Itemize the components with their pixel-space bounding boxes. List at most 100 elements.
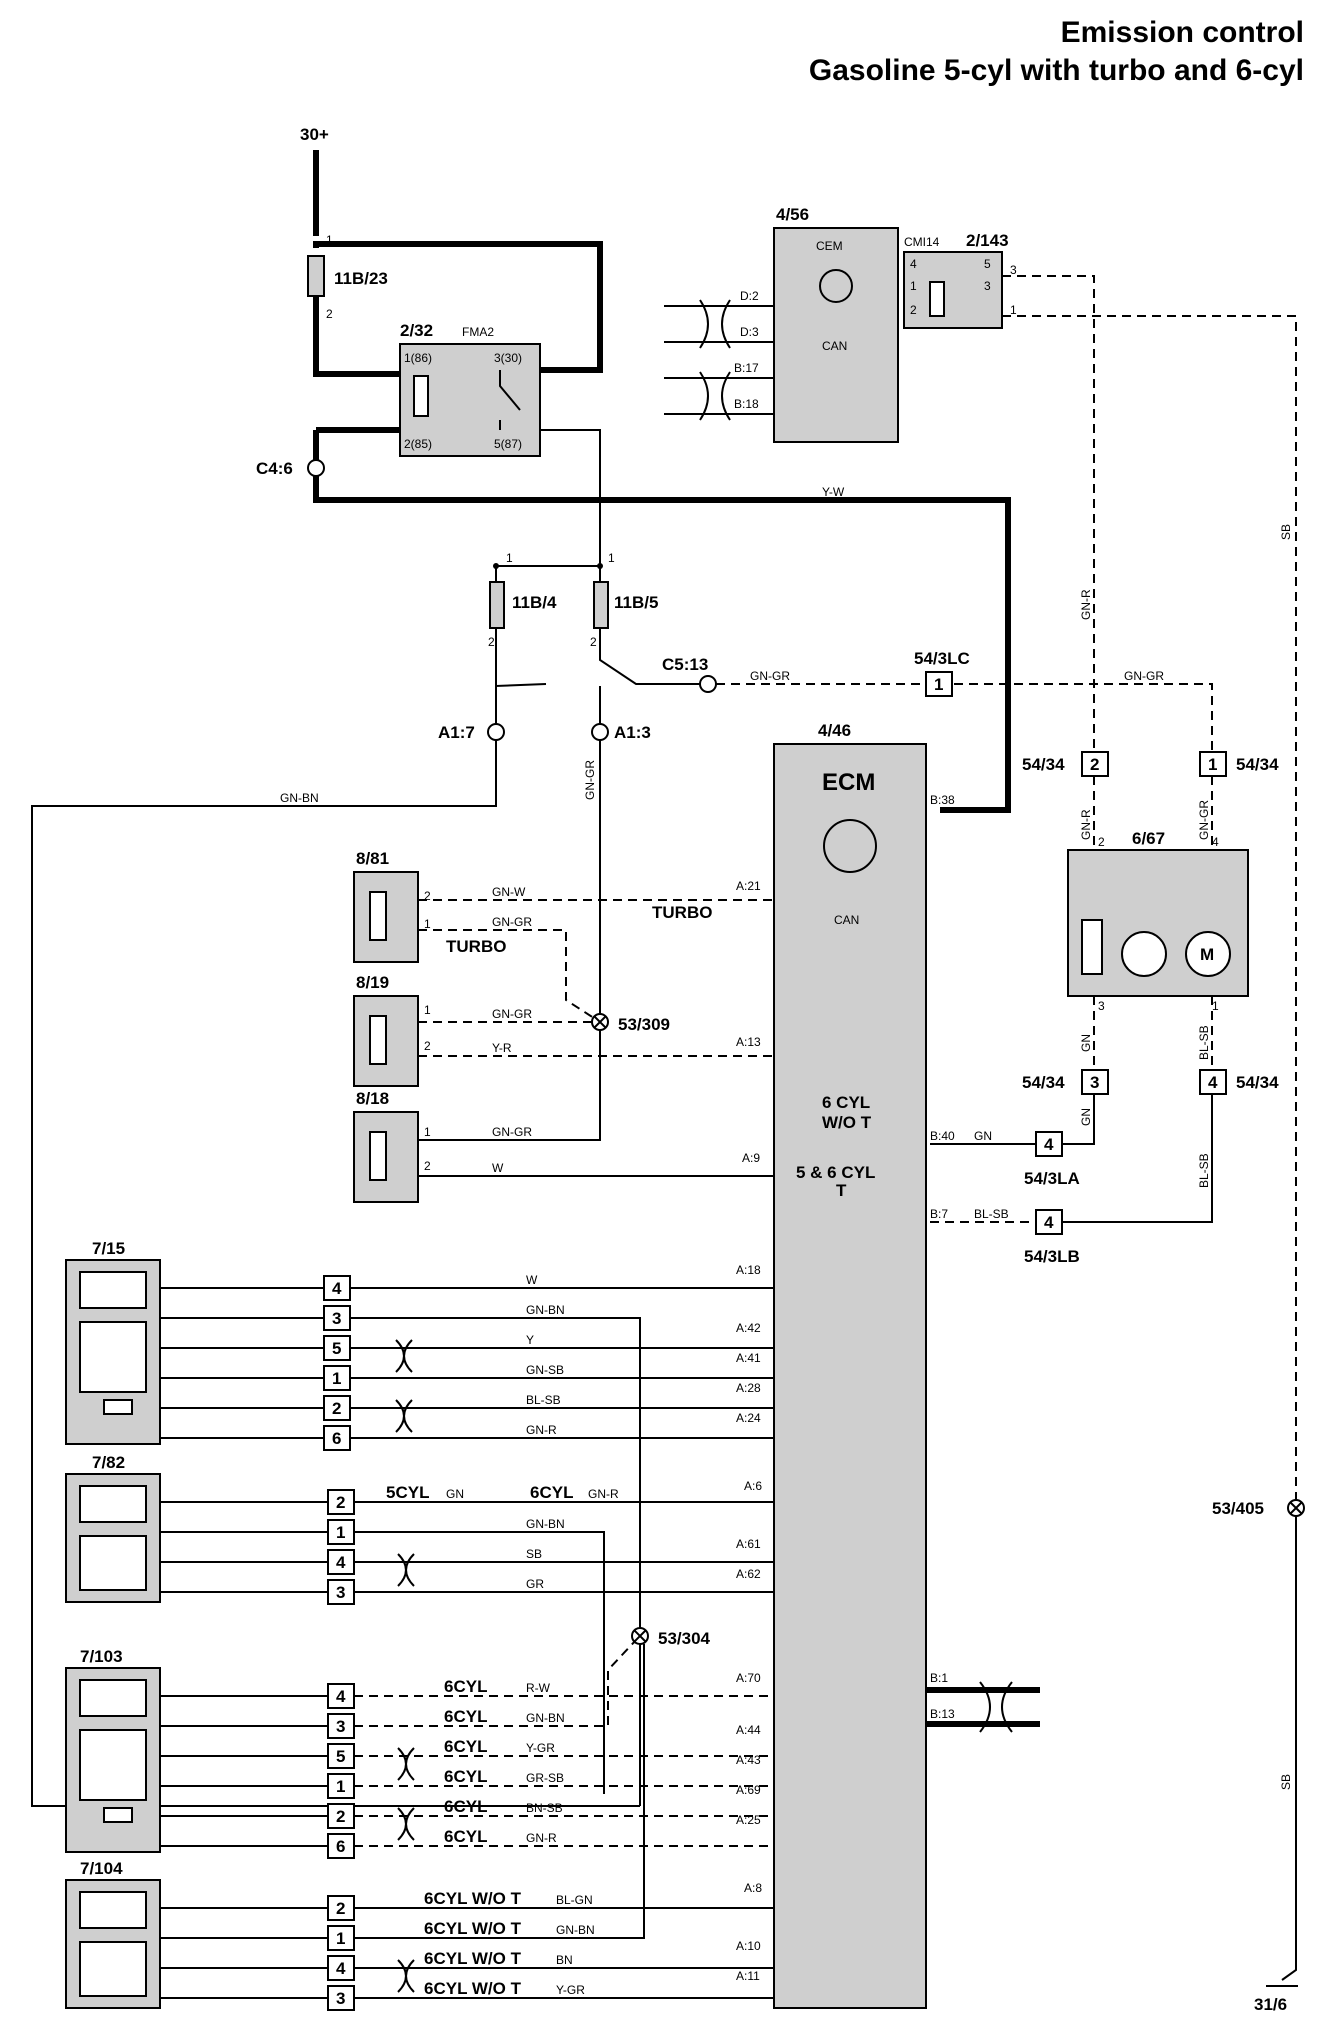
w715-y: Y	[526, 1333, 534, 1347]
ecm-pin-a44: A:44	[736, 1723, 761, 1737]
fuse-11b4-pin-bottom: 2	[488, 635, 495, 649]
note-6cyl: 6CYL	[530, 1483, 573, 1502]
connector-a1-7-label: A1:7	[438, 723, 475, 742]
cem-name: CEM	[816, 239, 843, 253]
connector-54-34-pin3-label: 54/34	[1022, 1073, 1065, 1092]
ecm-pin-b40: B:40	[930, 1129, 955, 1143]
connector-a1-3	[591, 723, 609, 741]
connector-c4-6	[307, 459, 325, 477]
sensor-7-82-pin-2: 2	[336, 1493, 345, 1512]
ecm-pin-a61: A:61	[736, 1537, 761, 1551]
sensor-7-104-id: 7/104	[80, 1859, 123, 1878]
gngr-turbo-wire	[418, 929, 601, 1023]
relay-87-wire	[496, 429, 601, 567]
n7103-3: 6CYL	[444, 1737, 487, 1756]
wire-gn-label-2: GN	[1079, 1108, 1093, 1126]
throttle-position-icon	[1121, 931, 1167, 977]
w782-gnr: GN-R	[588, 1487, 619, 1501]
ecm-pin-a25: A:25	[736, 1813, 761, 1827]
twisted-pair-icon	[397, 1747, 415, 1841]
ecm-pin-a42: A:42	[736, 1321, 761, 1335]
connector-54-3lc	[925, 671, 953, 697]
throttle-to-ecm-wires	[1062, 1094, 1213, 1223]
n7103-1: 6CYL	[444, 1677, 487, 1696]
sensor-7-104-pin-1: 1	[336, 1929, 345, 1948]
connector-54-3lc-label: 54/3LC	[914, 649, 970, 668]
ecm-can-bus-wires	[926, 1687, 1040, 1727]
ecm-pin-a43: A:43	[736, 1753, 761, 1767]
sensor-7-15-pin-1: 1	[332, 1369, 341, 1388]
sensor-7-82-pin-1: 1	[336, 1523, 345, 1542]
ecm-id: 4/46	[818, 721, 851, 740]
n7103-4: 6CYL	[444, 1767, 487, 1786]
relay-pin-86: 1(86)	[404, 351, 432, 365]
valve-8-18-coil-icon	[369, 1131, 387, 1181]
ground-label: 31/6	[1254, 1995, 1287, 2014]
cem-ecu-icon	[819, 269, 853, 303]
cem-can-label: CAN	[822, 339, 847, 353]
valve-8-19-pin-2: 2	[424, 1039, 431, 1053]
splice-53-405-label: 53/405	[1212, 1499, 1264, 1518]
connector-54-34-pin1	[1199, 751, 1227, 777]
relay-coil-icon	[413, 375, 429, 417]
relay-2-32-name: FMA2	[462, 325, 494, 339]
ecm-note-6cyl: 6 CYL	[822, 1093, 870, 1112]
w7104-blgn: BL-GN	[556, 1893, 593, 1907]
sensor-7-103-id: 7/103	[80, 1647, 123, 1666]
wire-gngr-8-19-label: GN-GR	[492, 1007, 532, 1021]
connector-54-3lb	[1035, 1209, 1063, 1235]
connector-54-34-pin1-label: 54/34	[1236, 755, 1279, 774]
connector-54-3lb-label: 54/3LB	[1024, 1247, 1080, 1266]
sensor-7-82-pin-3: 3	[336, 1583, 345, 1602]
resistor-icon	[103, 1807, 133, 1823]
sensor-7-103-gnbn-wire	[354, 1639, 637, 1727]
sensor-7-104-gnbn-wire	[354, 1644, 645, 1939]
cem-pin-d2: D:2	[740, 289, 759, 303]
n7104-3: 6CYL W/O T	[424, 1949, 522, 1968]
turbo-note-2: TURBO	[446, 937, 506, 956]
heater-element-icon	[79, 1485, 147, 1523]
wire-gngr-turbo-label: GN-GR	[492, 915, 532, 929]
oxygen-sensor-icon	[79, 1729, 147, 1801]
fuse-bridge-wire	[313, 241, 603, 373]
sensor-7-104-pin-2: 2	[336, 1899, 345, 1918]
ground-wire	[1281, 1516, 1297, 1981]
splice-53-304-label: 53/304	[658, 1629, 711, 1648]
sensor-7-15-pin-6: 6	[332, 1429, 341, 1448]
gnbn-left-wire	[31, 740, 640, 1807]
ecm-ecu-icon	[823, 819, 877, 873]
w7103-bnsb: BN-SB	[526, 1801, 563, 1815]
w715-w: W	[526, 1273, 538, 1287]
oxygen-sensor-icon	[79, 1321, 147, 1393]
fuse-11b5-pin-top: 1	[608, 551, 615, 565]
wire-blsb-label-3: BL-SB	[974, 1207, 1009, 1221]
relay-2-143-pin-4: 4	[910, 257, 917, 271]
relay-switch-icon	[499, 370, 521, 430]
ecm-pin-a9: A:9	[742, 1151, 760, 1165]
fuse-11b23-pin-top: 1	[326, 233, 333, 247]
valve-8-81-coil-icon	[369, 891, 387, 941]
throttle-motor-icon	[1185, 931, 1231, 977]
junction-dot	[597, 563, 603, 569]
w7103-ygr: Y-GR	[526, 1741, 555, 1755]
cem-pin-b17: B:17	[734, 361, 759, 375]
twisted-pair-icon	[395, 1339, 413, 1433]
sensor-7-103-pin-5: 5	[336, 1747, 345, 1766]
wire-yw-label: Y-W	[822, 485, 845, 499]
sensor-7-82-leads	[160, 1501, 328, 1593]
valve-8-81-pin-1: 1	[424, 917, 431, 931]
n7104-1: 6CYL W/O T	[424, 1889, 522, 1908]
throttle-motor-label: M	[1200, 945, 1214, 964]
sensor-7-103-pin-4: 4	[336, 1687, 346, 1706]
heater-element-icon	[79, 1271, 147, 1309]
relay-2-143-name: CMI14	[904, 235, 940, 249]
pin-box	[327, 1579, 355, 1605]
wire-gn-label: GN	[1079, 1034, 1093, 1052]
ecm-pin-a24: A:24	[736, 1411, 761, 1425]
w7103-rw: R-W	[526, 1681, 551, 1695]
sensor-7-82-id: 7/82	[92, 1453, 125, 1472]
fuse-11b4-pin-top: 1	[506, 551, 513, 565]
ecm-can-label: CAN	[834, 913, 859, 927]
splice-53-405-icon	[1289, 1501, 1303, 1515]
fuse-11b5-label: 11B/5	[614, 593, 658, 612]
